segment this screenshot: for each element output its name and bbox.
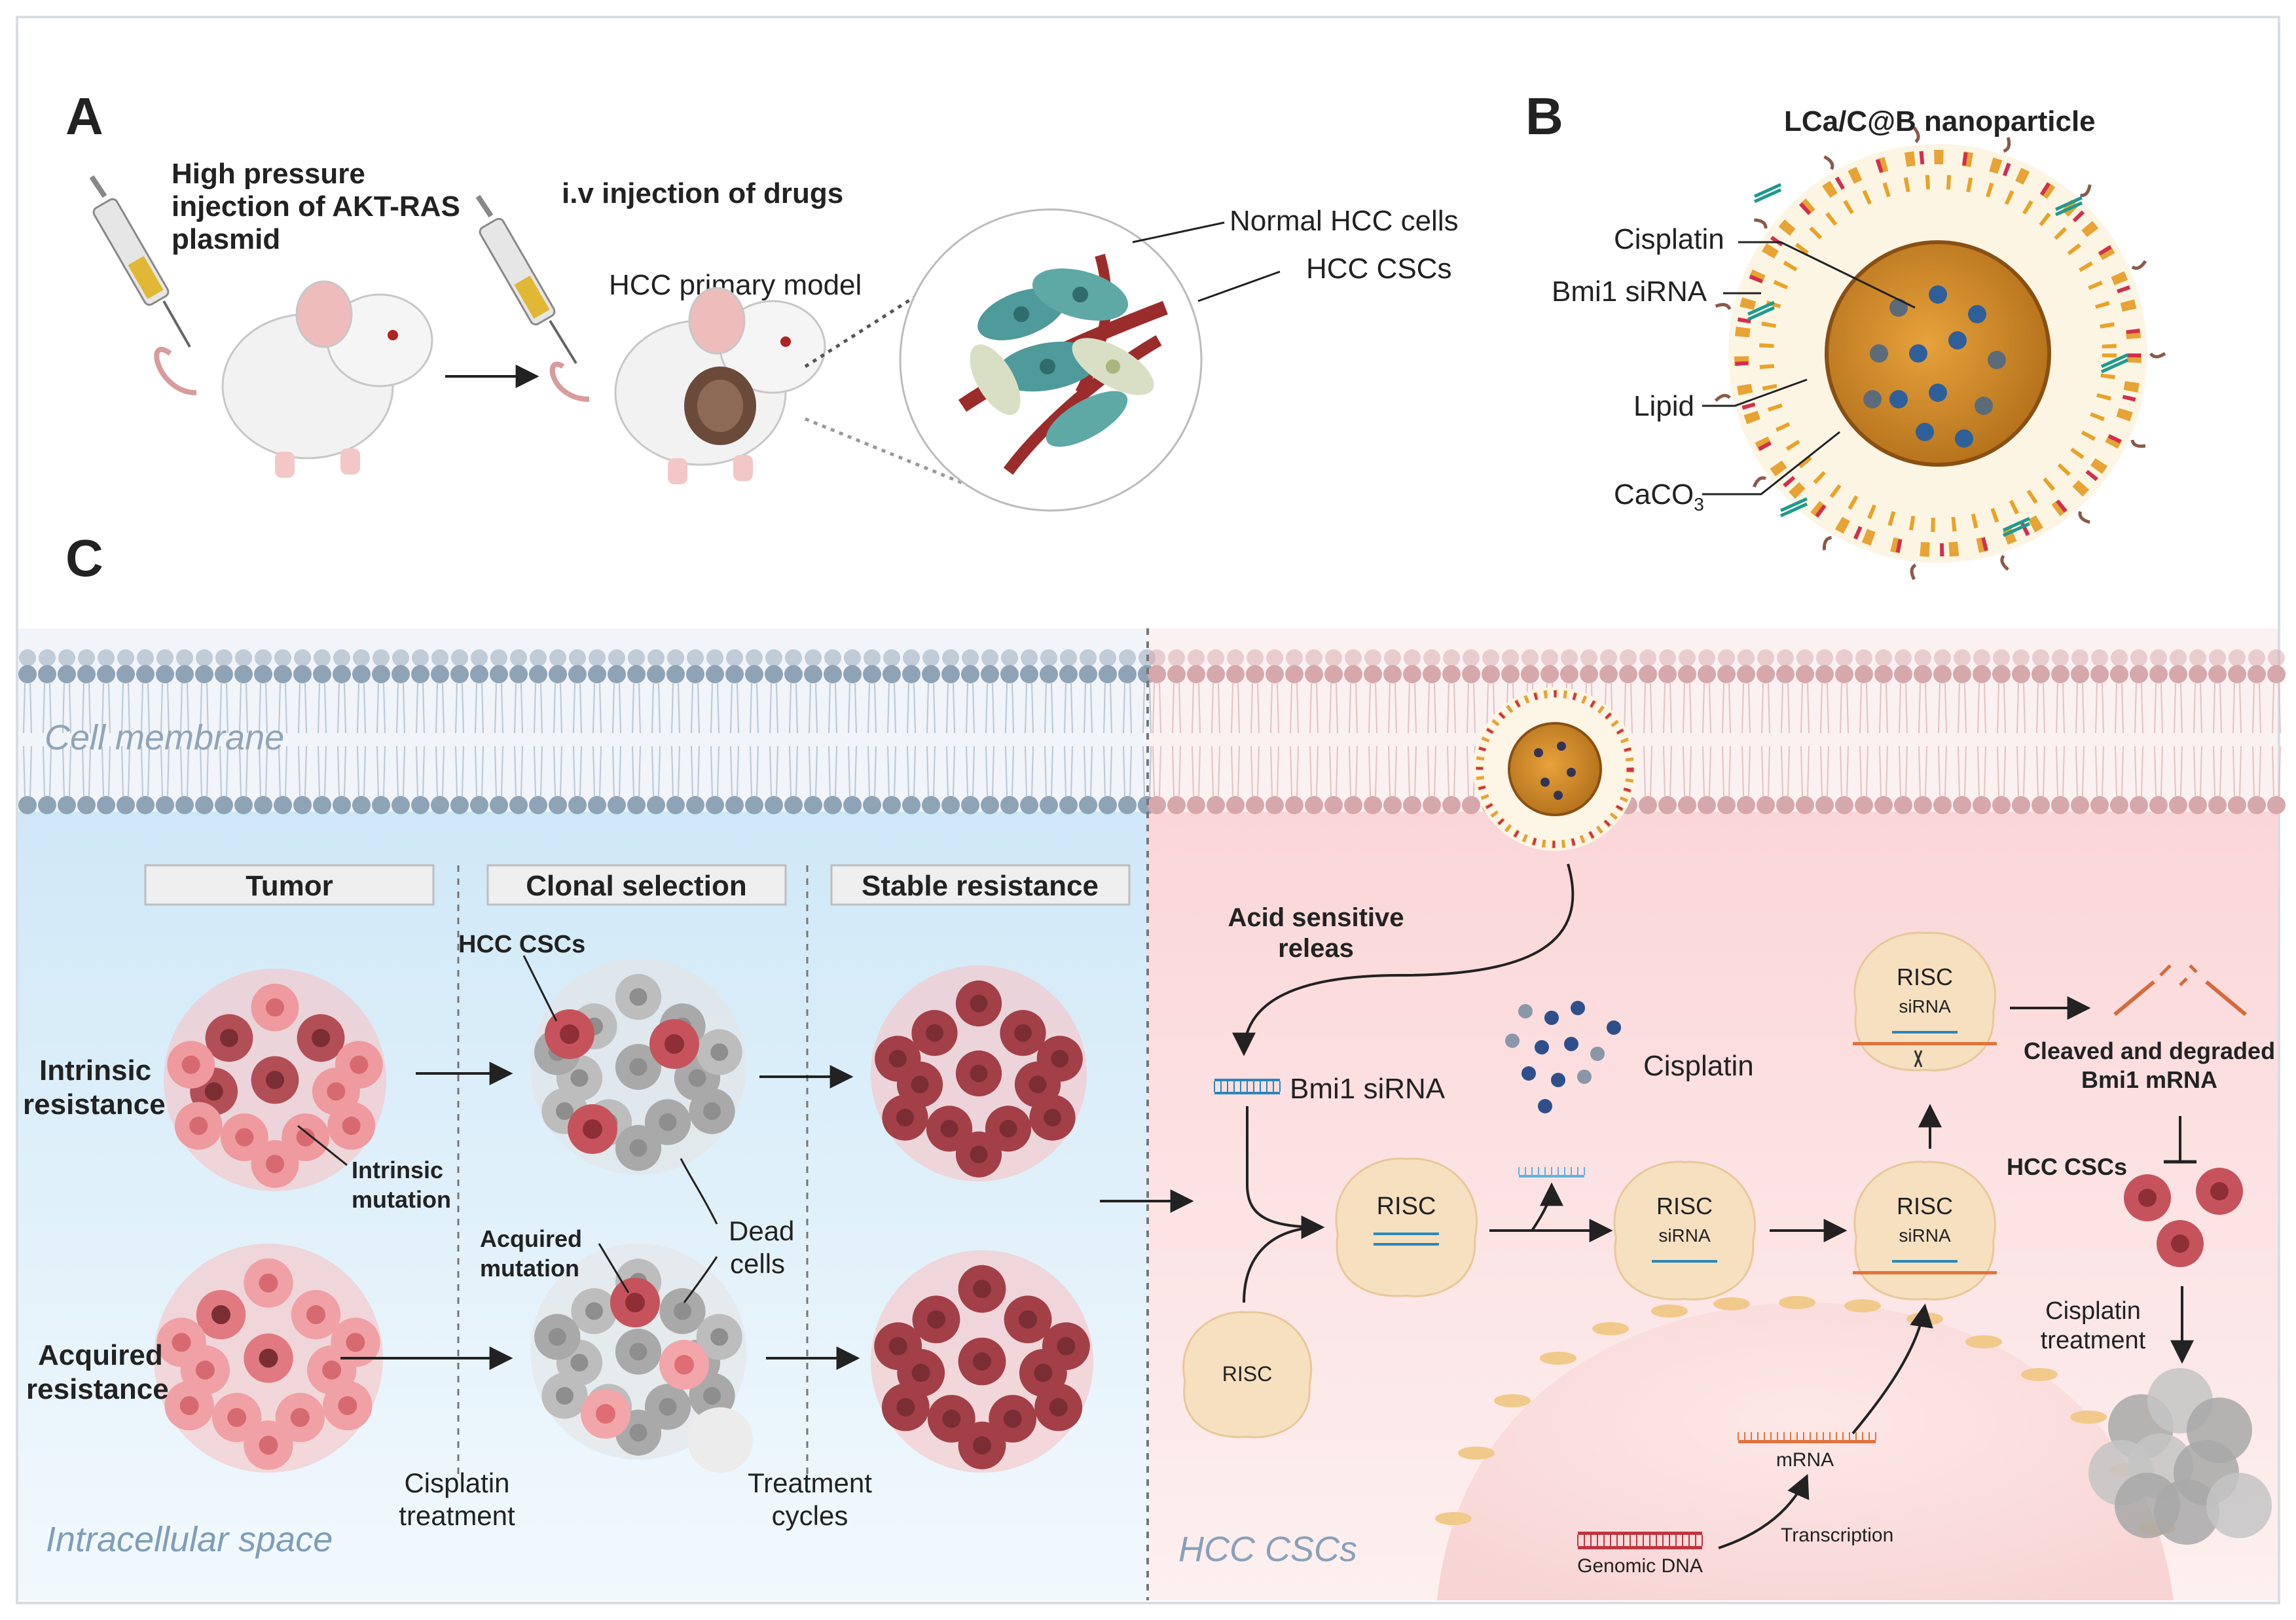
label-cisplatin-treatment-left-1: Cisplatin <box>404 1467 509 1498</box>
label-acid-sensitive-2: releas <box>1278 934 1354 963</box>
label-acquired-1: Acquired <box>38 1339 163 1371</box>
label-intrinsic-1: Intrinsic <box>39 1054 151 1087</box>
tumor-cluster <box>154 1244 383 1473</box>
label-acid-sensitive-1: Acid sensitive <box>1228 903 1404 932</box>
cell-membrane-left <box>18 649 1156 814</box>
label-dead-1: Dead <box>729 1215 794 1246</box>
nanoparticle-small <box>1473 687 1637 851</box>
label-high-pressure-3: plasmid <box>172 223 280 255</box>
scissors-icon <box>1914 1050 1923 1068</box>
panel-a: High pressure injection of AKT-RAS plasm… <box>89 158 1459 512</box>
risc-label-loading: RISC <box>1377 1193 1436 1220</box>
label-cisplatin-b: Cisplatin <box>1614 223 1724 255</box>
caco3-core <box>1825 240 2051 467</box>
header-stable-text: Stable resistance <box>862 870 1099 902</box>
label-treatment-cycles-2: cycles <box>772 1500 848 1531</box>
resistance-mechanisms: Tumor Clonal selection Stable resistance… <box>23 864 1194 1531</box>
label-acquired-mutation-1: Acquired <box>480 1225 582 1252</box>
nanoparticle-title: LCa/C@B nanoparticle <box>1784 105 2096 137</box>
risc-label-cleave: RISC <box>1897 963 1953 990</box>
label-cisplatin-treatment-left-2: treatment <box>399 1500 515 1531</box>
risc-sirna-cleave: siRNA <box>1899 996 1951 1017</box>
syringe-icon <box>89 175 191 348</box>
label-intracellular-space: Intracellular space <box>46 1520 333 1559</box>
tumor-cluster <box>871 1250 1093 1473</box>
tumor-zoom-circle <box>899 208 1203 512</box>
label-high-pressure-1: High pressure <box>172 158 365 190</box>
label-cisplatin-c: Cisplatin <box>1643 1050 1754 1082</box>
mouse-icon <box>154 280 433 478</box>
panel-letter-b: B <box>1525 87 1563 145</box>
tumor-cluster <box>164 969 386 1191</box>
risc-complex <box>1853 1161 1997 1301</box>
panel-b: LCa/C@B nanoparticle Cisplatin Bmi1 siRN… <box>1552 105 2166 581</box>
risc-complex <box>1853 931 1997 1071</box>
label-hcc-cscs-a: HCC CSCs <box>1306 253 1451 285</box>
label-cisplatin-treatment-right-2: treatment <box>2041 1327 2146 1354</box>
risc-complex <box>1182 1311 1313 1439</box>
label-iv-injection: i.v injection of drugs <box>562 177 843 209</box>
label-genomic-dna: Genomic DNA <box>1577 1555 1703 1577</box>
label-normal-hcc-cells: Normal HCC cells <box>1230 205 1459 237</box>
label-intrinsic-2: resistance <box>23 1089 166 1121</box>
label-bmi1-sirna-c: Bmi1 siRNA <box>1290 1073 1446 1105</box>
label-transcription: Transcription <box>1781 1524 1893 1546</box>
label-cleaved-2: Bmi1 mRNA <box>2081 1066 2217 1093</box>
dead-csc-cluster <box>2088 1368 2272 1545</box>
label-treatment-cycles-1: Treatment <box>748 1467 872 1498</box>
risc-label-target: RISC <box>1897 1193 1953 1219</box>
risc-label-free: RISC <box>1222 1362 1272 1386</box>
tumor-cluster <box>871 965 1087 1181</box>
risc-complex <box>1335 1157 1478 1297</box>
label-bmi1-sirna-b: Bmi1 siRNA <box>1552 276 1707 308</box>
mrna-icon <box>1738 1432 1876 1443</box>
panel-c: Cell membrane Intracellular space HCC CS… <box>18 628 2286 1600</box>
panel-letter-c: C <box>65 529 103 587</box>
header-stable-resistance <box>830 864 1131 906</box>
risc-sirna-active: siRNA <box>1658 1225 1711 1246</box>
risc-sirna-target: siRNA <box>1899 1225 1951 1246</box>
rnai-mechanism: Acid sensitive releas Bmi1 siRNA Cisplat… <box>1182 687 2275 1600</box>
risc-label-active: RISC <box>1656 1193 1713 1219</box>
label-lipid: Lipid <box>1633 390 1694 422</box>
label-intrinsic-mutation-1: Intrinsic <box>352 1157 443 1183</box>
label-high-pressure-2: injection of AKT-RAS <box>172 190 460 223</box>
nucleus <box>1437 1303 2174 1600</box>
label-cell-membrane: Cell membrane <box>45 718 284 757</box>
label-intrinsic-mutation-2: mutation <box>352 1186 451 1213</box>
label-hcc-cscs-left: HCC CSCs <box>458 931 585 958</box>
genomic-dna-icon <box>1577 1532 1703 1549</box>
label-cleaved-1: Cleaved and degraded <box>2024 1037 2275 1064</box>
header-clonal-selection <box>486 864 787 906</box>
label-caco3: CaCO3 <box>1614 478 1704 514</box>
label-hcc-cscs-region: HCC CSCs <box>1178 1530 1357 1569</box>
header-clonal-text: Clonal selection <box>526 870 746 902</box>
nanoparticle-large <box>1714 126 2166 581</box>
label-dead-2: cells <box>730 1248 785 1279</box>
label-cisplatin-treatment-right-1: Cisplatin <box>2045 1297 2141 1325</box>
label-mrna: mRNA <box>1776 1449 1834 1471</box>
header-tumor-text: Tumor <box>246 870 333 902</box>
sirna-duplex-icon <box>1214 1079 1281 1094</box>
syringe-icon <box>475 194 577 365</box>
risc-complex <box>1613 1161 1756 1301</box>
label-hcc-cscs-right: HCC CSCs <box>2007 1153 2127 1180</box>
header-tumor <box>144 864 435 906</box>
cisplatin-molecules <box>1505 1001 1621 1113</box>
label-acquired-2: resistance <box>26 1373 169 1405</box>
panel-letter-a: A <box>65 87 103 145</box>
tumor-cluster <box>530 959 746 1175</box>
mouse-with-tumor-icon <box>549 287 826 484</box>
intracellular-region <box>18 812 1148 1600</box>
cleaved-mrna-icon <box>2113 964 2247 1017</box>
label-acquired-mutation-2: mutation <box>480 1255 579 1282</box>
